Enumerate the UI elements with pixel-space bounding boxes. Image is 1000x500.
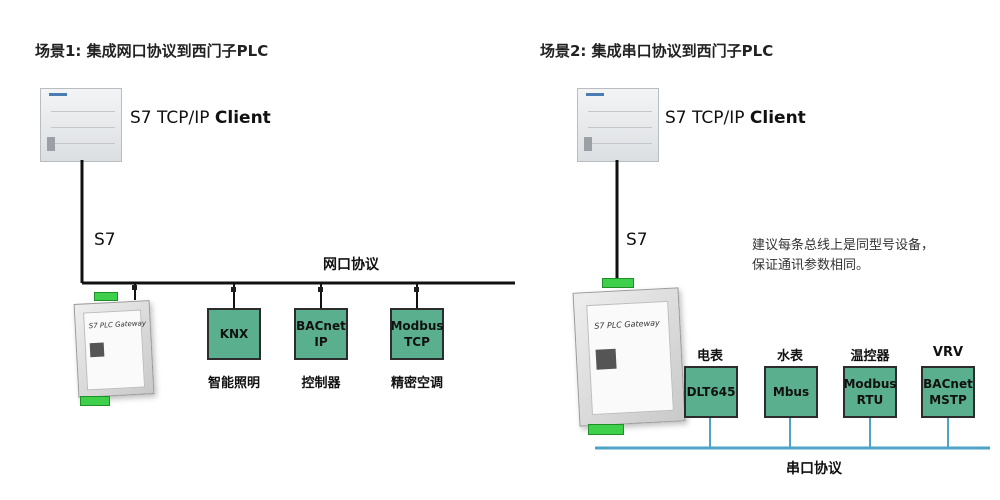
scene1-s7-label: S7 [94, 230, 116, 250]
scene1-bus-label: 网口协议 [323, 257, 379, 273]
scene1-device-knx-name: 智能照明 [207, 376, 260, 391]
scene2-note: 建议每条总线上是同型号设备， 保证通讯参数相同。 [752, 236, 934, 276]
scene2-device-modbus-rtu: Modbus RTU [843, 366, 897, 418]
scene2-gateway-bottom-terminal [588, 424, 624, 435]
scene2-device-modbus-rtu-category: 温控器 [850, 349, 890, 364]
scene2-title: 场景2: 集成串口协议到西门子PLC [540, 42, 774, 60]
scene1-device-knx: KNX [207, 308, 261, 360]
scene2-plc-label: S7 TCP/IP Client [665, 108, 806, 128]
scene2-note-line-2: 保证通讯参数相同。 [752, 258, 870, 273]
scene2-plc-label-bold: Client [749, 108, 806, 128]
scene1-device-bacnet-ip: BACnet IP [294, 308, 348, 360]
scene2-device-dlt645: DLT645 [684, 366, 738, 418]
scene2-device-dlt645-category: 电表 [696, 349, 723, 364]
scene1-plc-label-bold: Client [214, 108, 271, 128]
scene1-port-gateway [132, 285, 137, 290]
scene2-s7-label: S7 [626, 230, 648, 250]
scene2-bus-label: 串口协议 [786, 461, 842, 477]
scene2-gateway-title: S7 PLC Gateway [594, 318, 660, 331]
scene2-device-mbus-category: 水表 [776, 349, 803, 364]
scene1-device-modbus-tcp-name: 精密空调 [390, 376, 443, 391]
scene2-device-mbus: Mbus [764, 366, 818, 418]
scene1-plc-label-normal: S7 TCP/IP [130, 108, 215, 128]
scene1-device-modbus-tcp: Modbus TCP [390, 308, 444, 360]
scene2-plc-label-normal: S7 TCP/IP [665, 108, 750, 128]
scene1-gateway-top-terminal [94, 292, 118, 301]
scene2-note-line-1: 建议每条总线上是同型号设备， [752, 238, 935, 253]
scene2-gateway-image: S7 PLC Gateway [572, 287, 686, 427]
scene2-gateway-qr [595, 348, 617, 370]
scene1-gateway-bottom-terminal [80, 396, 110, 406]
scene1-plc-label: S7 TCP/IP Client [130, 108, 271, 128]
scene1-port-modbus [414, 287, 419, 292]
scene1-port-bacnet [318, 287, 323, 292]
scene2-plc-image [577, 88, 659, 162]
scene1-title: 场景1: 集成网口协议到西门子PLC [35, 42, 269, 60]
scene2-gateway-top-terminal [602, 278, 634, 288]
scene1-port-knx [231, 287, 236, 292]
scene1-device-bacnet-ip-name: 控制器 [301, 376, 341, 391]
scene2-device-bacnet-mstp-category: VRV [932, 345, 964, 360]
scene2-device-bacnet-mstp: BACnet MSTP [921, 366, 975, 418]
